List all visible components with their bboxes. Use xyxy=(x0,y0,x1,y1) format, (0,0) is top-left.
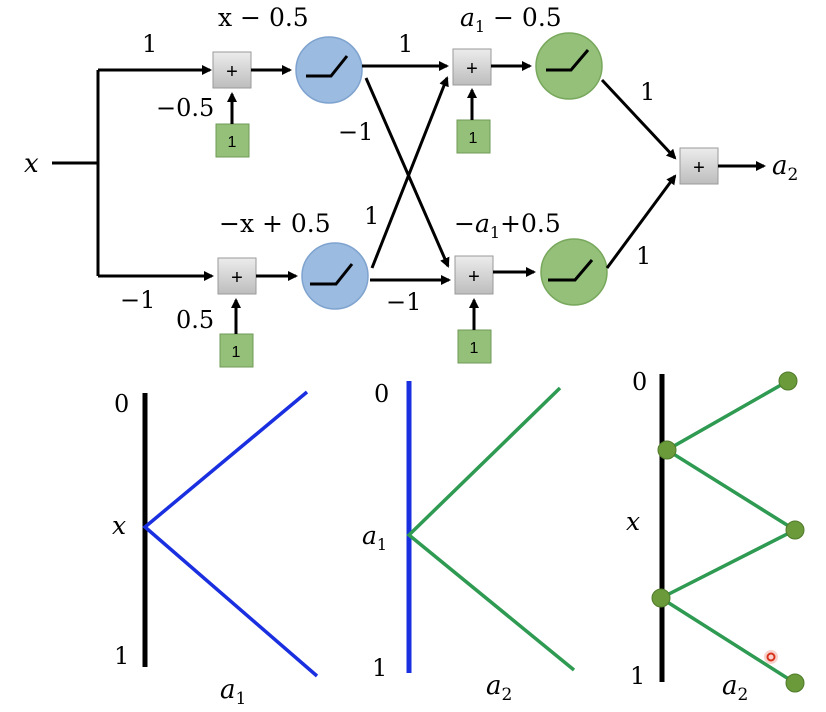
top-sum-label: x − 0.5 xyxy=(218,3,309,32)
plot3-point xyxy=(785,673,805,693)
plot3-point xyxy=(657,440,677,460)
bottom-sum-label: −x + 0.5 xyxy=(219,209,331,238)
plot1-bottom-label: 1 xyxy=(114,642,129,670)
plot2-curve-a2 xyxy=(406,386,576,672)
output-sum-node xyxy=(679,147,719,185)
plot1-top-label: 0 xyxy=(114,390,129,418)
relu-icon-bottom xyxy=(310,263,354,286)
output-label: a2 xyxy=(772,151,798,185)
relu-node-layer2-bottom xyxy=(540,238,608,306)
plot3-point xyxy=(778,371,798,391)
top-sum-plus: + xyxy=(226,61,238,83)
plot1-curve-a1 xyxy=(142,390,319,678)
layer2-bottom-sum-plus: + xyxy=(468,266,480,288)
out-edge-bottom xyxy=(605,174,677,269)
plot1-mid-label: x xyxy=(112,511,126,540)
top-input-weight: 1 xyxy=(142,30,157,58)
plot2-mid-label: a1 xyxy=(362,521,387,554)
cursor-indicator xyxy=(764,650,778,664)
top-sum-node xyxy=(212,51,252,89)
edge-bottom-to-top-weight: 1 xyxy=(364,202,379,230)
relu-node-layer2-top xyxy=(535,32,603,100)
plot3-top-label: 0 xyxy=(632,368,647,396)
bottom-bias-box xyxy=(219,333,254,368)
input-label: x xyxy=(24,149,39,179)
plot3-xlabel: a2 xyxy=(722,671,748,705)
layer2-bottom-bias-value: 1 xyxy=(470,340,479,357)
layer2-top-bias-value: 1 xyxy=(469,130,478,147)
bottom-input-weight: −1 xyxy=(120,286,155,314)
edge-top-to-bottom xyxy=(364,77,450,268)
relu-node-bottom xyxy=(301,242,369,310)
out-edge-bottom-weight: 1 xyxy=(636,242,651,270)
bottom-bias-weight: 0.5 xyxy=(176,306,214,334)
plot3-point xyxy=(651,588,671,608)
bottom-sum-node xyxy=(217,257,257,295)
plot2-top-label: 0 xyxy=(374,380,389,408)
layer2-top-bias-box xyxy=(456,119,491,154)
output-sum-plus: + xyxy=(693,157,705,179)
top-bias-weight: −0.5 xyxy=(156,94,214,122)
edge-top-to-bottom-weight: −1 xyxy=(338,118,373,146)
plot3-bottom-label: 1 xyxy=(630,662,645,690)
plot2-bottom-label: 1 xyxy=(372,654,387,682)
layer2-bottom-bias-box xyxy=(457,329,492,364)
bottom-sum-plus: + xyxy=(231,267,243,289)
layer2-bottom-sum-label: −a1+0.5 xyxy=(454,209,561,242)
plot1-xlabel: a1 xyxy=(220,675,246,709)
cursor-indicator-center xyxy=(766,652,776,662)
plot3-point xyxy=(785,520,805,540)
relu-icon-top xyxy=(306,55,349,78)
top-bias-value: 1 xyxy=(228,134,237,151)
edge-bottom-to-top xyxy=(370,76,449,269)
relu-icon-layer2-bottom xyxy=(548,259,594,282)
out-edge-top xyxy=(600,78,677,160)
bottom-bias-value: 1 xyxy=(232,344,241,361)
plot3-mid-label: x xyxy=(626,507,640,536)
edge-top-to-top-weight: 1 xyxy=(398,30,413,58)
edge-bottom-to-bottom-weight: −1 xyxy=(386,288,421,316)
relu-node-top xyxy=(295,36,363,104)
layer2-top-sum-label: a1 − 0.5 xyxy=(460,3,562,36)
plot3-curve-a2 xyxy=(657,379,799,685)
layer2-top-sum-plus: + xyxy=(466,58,478,80)
layer2-bottom-sum-node xyxy=(454,255,494,295)
relu-icon-layer2-top xyxy=(546,49,590,72)
plot2-xlabel: a2 xyxy=(486,671,512,705)
out-edge-top-weight: 1 xyxy=(640,78,655,106)
